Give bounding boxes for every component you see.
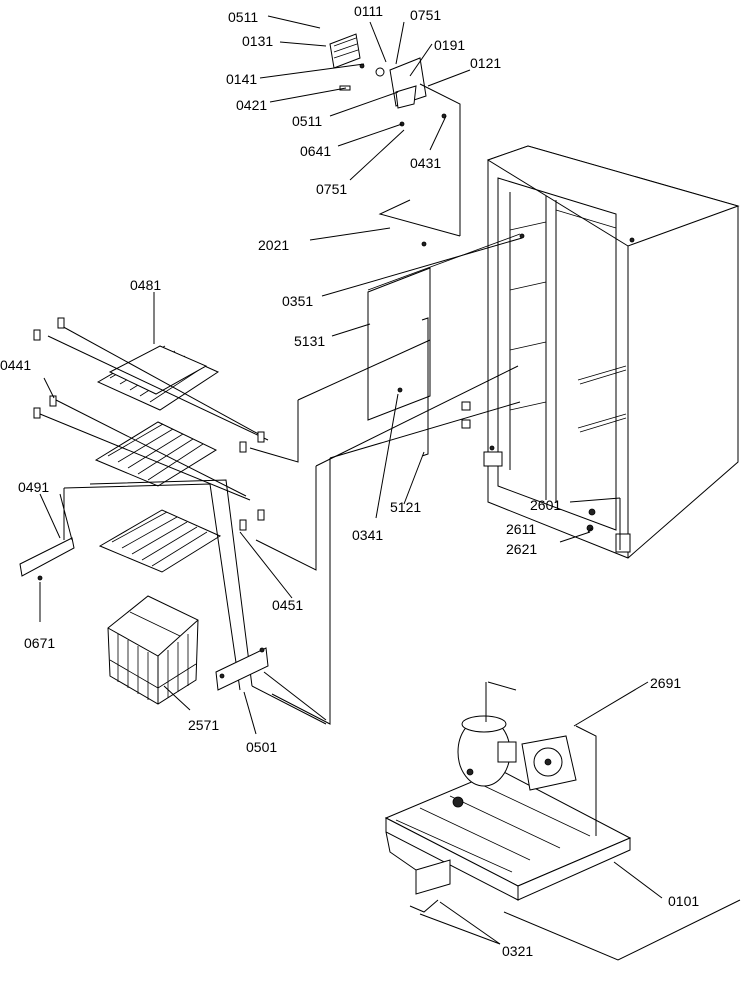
label-0341: 0341: [352, 527, 383, 543]
shelf-clips: [33, 317, 265, 531]
label-0501: 0501: [246, 739, 277, 755]
label-2021: 2021: [258, 237, 289, 253]
compressor-assembly: [384, 681, 741, 961]
freezer-shelf-bottom: [98, 509, 222, 573]
label-0111: 0111: [354, 3, 383, 19]
control-light-assembly: [329, 33, 461, 237]
label-0511-mid: 0511: [292, 113, 322, 129]
label-2571: 2571: [188, 717, 219, 733]
label-2621: 2621: [506, 541, 537, 557]
label-2611: 2611: [506, 521, 536, 537]
basket-rail-right: [215, 647, 327, 725]
label-0441: 0441: [0, 357, 31, 373]
label-0751-top: 0751: [410, 7, 441, 23]
callout-leaders: [39, 15, 663, 945]
label-2691: 2691: [650, 675, 681, 691]
label-0751-mid: 0751: [316, 181, 347, 197]
label-0431: 0431: [410, 155, 441, 171]
refrigerator-cabinet: [483, 145, 740, 559]
freezer-shelf-top: [47, 323, 269, 441]
label-0141: 0141: [226, 71, 257, 87]
label-0511-top: 0511: [228, 9, 258, 25]
freezer-basket: [107, 595, 199, 705]
part-number-labels: 0511 0111 0751 0131 0191 0121 0141 0421 …: [0, 3, 699, 959]
liner-panels: [249, 233, 525, 725]
label-0121: 0121: [470, 55, 501, 71]
label-0101: 0101: [668, 893, 699, 909]
basket-rail-left: [19, 479, 253, 691]
label-0671: 0671: [24, 635, 55, 651]
label-0481: 0481: [130, 277, 161, 293]
label-2601: 2601: [530, 497, 561, 513]
freezer-shelf-middle: [39, 399, 251, 501]
label-5131: 5131: [294, 333, 325, 349]
label-5121: 5121: [390, 499, 421, 515]
label-0421: 0421: [236, 97, 267, 113]
label-0491: 0491: [18, 479, 49, 495]
label-0641: 0641: [300, 143, 331, 159]
label-0191: 0191: [434, 37, 465, 53]
label-0131: 0131: [242, 33, 273, 49]
label-0321: 0321: [502, 943, 533, 959]
label-0351: 0351: [282, 293, 313, 309]
label-0451: 0451: [272, 597, 303, 613]
